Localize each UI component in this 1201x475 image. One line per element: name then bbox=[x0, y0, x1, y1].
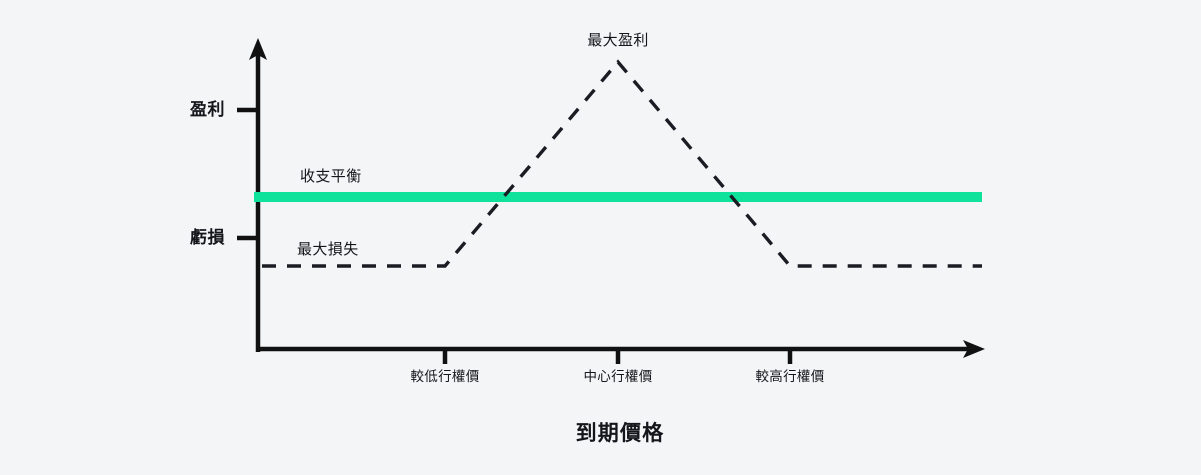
y-axis-ticks bbox=[237, 107, 259, 241]
x-axis-arrow-icon bbox=[963, 340, 985, 358]
annotation-max-loss: 最大損失 bbox=[297, 241, 359, 258]
chart-title: 到期價格 bbox=[575, 422, 665, 445]
y-axis-arrow-icon bbox=[249, 38, 267, 60]
y-axis-label-loss: 虧損 bbox=[190, 228, 225, 247]
x-axis-label-higher-strike: 較高行權價 bbox=[755, 369, 825, 384]
x-axis-label-lower-strike: 較低行權價 bbox=[410, 369, 480, 384]
annotation-max-profit: 最大盈利 bbox=[587, 32, 649, 49]
x-axis-label-center-strike: 中心行權價 bbox=[583, 369, 653, 384]
x-axis bbox=[256, 340, 985, 358]
payoff-curve bbox=[262, 59, 982, 268]
y-axis-label-profit: 盈利 bbox=[190, 100, 225, 119]
x-axis-ticks bbox=[442, 350, 793, 364]
annotation-breakeven: 收支平衡 bbox=[300, 168, 362, 185]
